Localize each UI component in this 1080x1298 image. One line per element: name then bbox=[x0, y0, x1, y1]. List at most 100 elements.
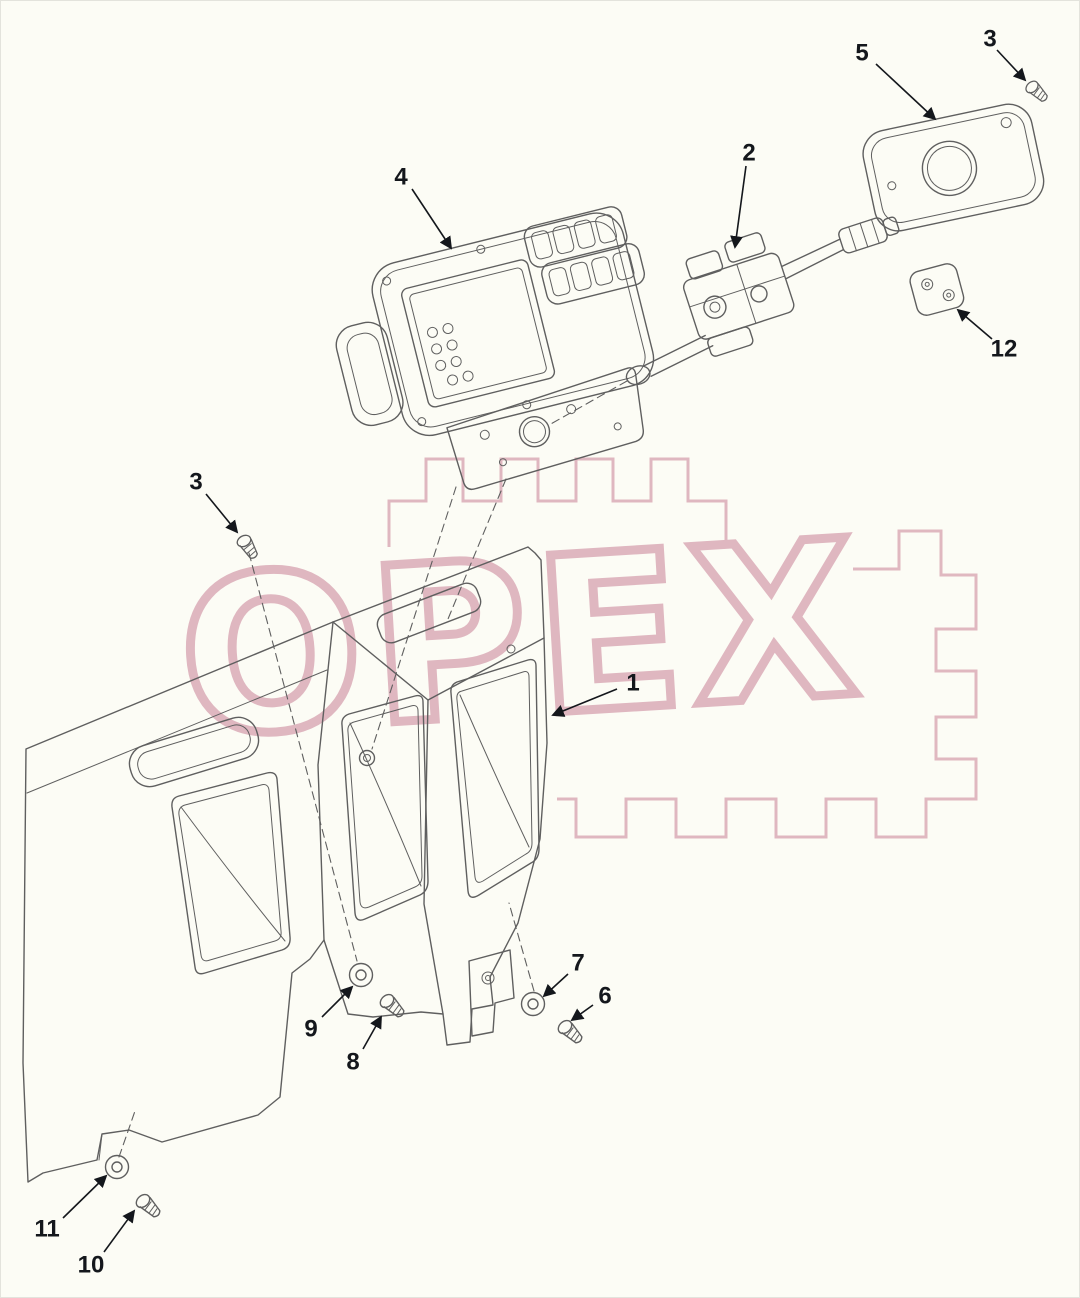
leader-line-part-11 bbox=[62, 1174, 108, 1219]
bracket-plate-hole bbox=[942, 289, 955, 302]
bracket-plate-hole bbox=[921, 278, 934, 291]
callout-label-part-12: 12 bbox=[991, 336, 1018, 363]
switch-roller bbox=[750, 285, 768, 303]
console-bracket-hole-center bbox=[485, 975, 491, 981]
screw-3-top bbox=[1023, 78, 1051, 106]
bracket-plate-outline bbox=[909, 263, 965, 316]
screw-6 bbox=[555, 1017, 586, 1049]
cluster-screen-inner bbox=[409, 267, 547, 400]
console-mount-hole-center bbox=[363, 754, 371, 762]
washer-9 bbox=[348, 962, 374, 988]
callout-label-part-11: 11 bbox=[34, 1216, 59, 1243]
callout-label-part-4: 4 bbox=[394, 164, 408, 191]
bracket-hole bbox=[566, 404, 577, 415]
callout-label-part-3-top: 3 bbox=[983, 26, 996, 53]
callout-label-part-10: 10 bbox=[78, 1252, 105, 1279]
console-left-band-edge bbox=[26, 669, 328, 794]
console-foot-notch bbox=[98, 1133, 103, 1161]
leader-line-part-4 bbox=[411, 188, 453, 250]
console-left-slot bbox=[128, 716, 260, 788]
indicator-lights bbox=[426, 323, 474, 386]
watermark: OPEX bbox=[168, 457, 978, 839]
assembly-line-cluster-left bbox=[371, 486, 457, 750]
callout-label-part-6: 6 bbox=[598, 983, 611, 1010]
cover-panel-screw-hole bbox=[887, 181, 897, 191]
watermark-border-top bbox=[387, 457, 728, 547]
cluster-bezel-inner bbox=[380, 221, 646, 428]
part-5-cover-panel bbox=[862, 103, 1045, 232]
screw-10 bbox=[133, 1191, 164, 1223]
cover-panel-hole-inner bbox=[926, 145, 972, 191]
switch-body bbox=[682, 252, 795, 340]
callout-label-part-1: 1 bbox=[626, 670, 639, 697]
switch-top-block-right bbox=[724, 232, 766, 263]
console-bracket-hole bbox=[481, 971, 495, 985]
console-left-scoop bbox=[180, 806, 286, 942]
callout-label-part-7: 7 bbox=[571, 950, 584, 977]
console-bottom-bracket bbox=[468, 949, 515, 1037]
console-left-slot-inner bbox=[137, 724, 251, 780]
cover-panel-inner bbox=[870, 112, 1036, 223]
console-right-cutout-inner bbox=[456, 671, 533, 883]
switch-stalk bbox=[780, 238, 845, 280]
switch-lever bbox=[642, 334, 714, 377]
bracket-hole bbox=[613, 422, 622, 431]
switch-drum-inner bbox=[709, 301, 721, 313]
bracket-plate-hole-center bbox=[924, 281, 930, 287]
leader-line-part-12 bbox=[956, 308, 993, 340]
callout-label-part-9: 9 bbox=[304, 1016, 317, 1043]
console-center-cutout bbox=[341, 694, 429, 921]
console-deck-slot bbox=[376, 582, 482, 644]
leader-line-part-9 bbox=[321, 985, 354, 1018]
bezel-screw-hole bbox=[476, 244, 486, 254]
switch-connector-pins bbox=[848, 218, 880, 252]
cover-panel-outline bbox=[862, 103, 1045, 232]
washer-11 bbox=[104, 1154, 130, 1180]
switch-top-block-left bbox=[685, 250, 724, 280]
console-right-cutout bbox=[450, 658, 540, 898]
leader-line-part-2 bbox=[730, 165, 747, 249]
assembly-line-switch-lever bbox=[548, 380, 628, 426]
leader-line-part-3-top bbox=[996, 49, 1027, 82]
console-deck-hole bbox=[506, 644, 516, 654]
leader-lines bbox=[62, 49, 1027, 1253]
leader-line-part-7 bbox=[542, 973, 569, 998]
switch-lever-knob bbox=[625, 365, 651, 386]
switch-drum bbox=[703, 295, 727, 319]
leader-line-part-10 bbox=[103, 1209, 136, 1253]
assembly-line-washer-7 bbox=[508, 902, 535, 992]
leader-line-part-1 bbox=[551, 688, 618, 717]
switch-connector bbox=[838, 217, 888, 254]
cluster-bezel bbox=[371, 212, 655, 437]
callout-label-part-5: 5 bbox=[855, 40, 868, 67]
console-center-cutout-inner bbox=[347, 705, 423, 909]
console-left-cutout-inner bbox=[178, 784, 282, 962]
callout-label-part-2: 2 bbox=[742, 140, 755, 167]
console-crease-left bbox=[317, 621, 334, 941]
washer-7 bbox=[520, 991, 546, 1017]
console-crease-right bbox=[423, 699, 444, 1015]
bracket-hole bbox=[479, 429, 490, 440]
cover-panel-screw-hole bbox=[1000, 117, 1012, 129]
console-center-scoop bbox=[349, 722, 422, 887]
cluster-screen bbox=[401, 259, 556, 408]
cluster-buttons bbox=[531, 214, 635, 297]
leader-line-part-5 bbox=[875, 63, 937, 121]
leader-line-part-8 bbox=[362, 1015, 382, 1050]
button-pod-upper bbox=[523, 206, 628, 268]
screw-8 bbox=[377, 991, 408, 1023]
cover-panel-hole bbox=[921, 140, 978, 197]
console-mount-hole bbox=[358, 749, 376, 767]
callout-label-part-8: 8 bbox=[346, 1049, 359, 1076]
watermark-text: OPEX bbox=[173, 493, 872, 785]
bezel-screw-hole bbox=[382, 276, 392, 286]
watermark-border-right bbox=[557, 529, 978, 839]
assembly-line-screw-3 bbox=[248, 552, 358, 962]
cluster-left-ear bbox=[335, 321, 404, 427]
part-1-console bbox=[22, 546, 548, 1183]
switch-body-lines bbox=[689, 263, 786, 324]
bracket-key-hole-inner bbox=[522, 420, 546, 444]
